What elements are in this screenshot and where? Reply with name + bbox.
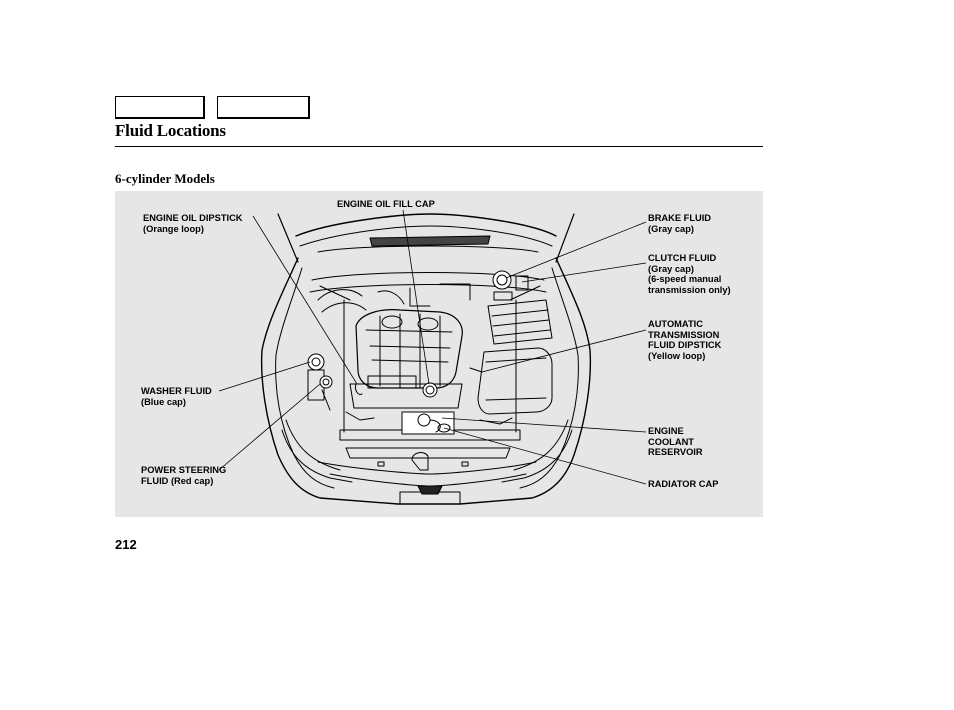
callout-text: POWER STEERING xyxy=(141,465,227,475)
callout-text: ENGINE OIL FILL CAP xyxy=(337,199,435,209)
callout-text: (Gray cap) xyxy=(648,263,694,274)
callout-radiator-cap: RADIATOR CAP xyxy=(648,479,718,490)
nav-box-next[interactable] xyxy=(217,96,310,119)
callout-text: FLUID (Red cap) xyxy=(141,475,214,486)
callout-text: ENGINE xyxy=(648,426,684,436)
callout-washer-fluid: WASHER FLUID (Blue cap) xyxy=(141,386,212,407)
callout-text: RESERVOIR xyxy=(648,447,703,457)
nav-box-prev[interactable] xyxy=(115,96,205,119)
callout-coolant-reservoir: ENGINE COOLANT RESERVOIR xyxy=(648,426,703,458)
section-heading: 6-cylinder Models xyxy=(115,171,215,186)
callout-engine-oil-dipstick: ENGINE OIL DIPSTICK (Orange loop) xyxy=(143,213,243,234)
callout-atf-dipstick: AUTOMATIC TRANSMISSION FLUID DIPSTICK (Y… xyxy=(648,319,721,361)
callout-text: RADIATOR CAP xyxy=(648,479,719,489)
callout-text: ENGINE OIL DIPSTICK xyxy=(143,213,243,223)
callout-power-steering: POWER STEERING FLUID (Red cap) xyxy=(141,465,226,486)
callout-text: FLUID DIPSTICK xyxy=(648,340,722,350)
callout-text: CLUTCH FLUID xyxy=(648,253,717,263)
callout-text: (Blue cap) xyxy=(141,396,186,407)
callout-text: (Gray cap) xyxy=(648,223,694,234)
callout-text: (Orange loop) xyxy=(143,223,204,234)
callout-text: (6-speed manual xyxy=(648,274,722,284)
callout-text: BRAKE FLUID xyxy=(648,213,712,223)
callout-brake-fluid: BRAKE FLUID (Gray cap) xyxy=(648,213,711,234)
callout-text: TRANSMISSION xyxy=(648,329,720,340)
callout-engine-oil-fill-cap: ENGINE OIL FILL CAP xyxy=(337,199,435,210)
page-title: Fluid Locations xyxy=(115,121,226,140)
page-number: 212 xyxy=(115,537,137,552)
callout-text: WASHER FLUID xyxy=(141,386,212,396)
callout-text: (Yellow loop) xyxy=(648,350,706,361)
callout-text: AUTOMATIC xyxy=(648,319,703,329)
callout-clutch-fluid: CLUTCH FLUID (Gray cap) (6-speed manual … xyxy=(648,253,731,295)
title-rule xyxy=(115,146,763,147)
callout-text: transmission only) xyxy=(648,284,731,295)
callout-text: COOLANT xyxy=(648,436,694,447)
